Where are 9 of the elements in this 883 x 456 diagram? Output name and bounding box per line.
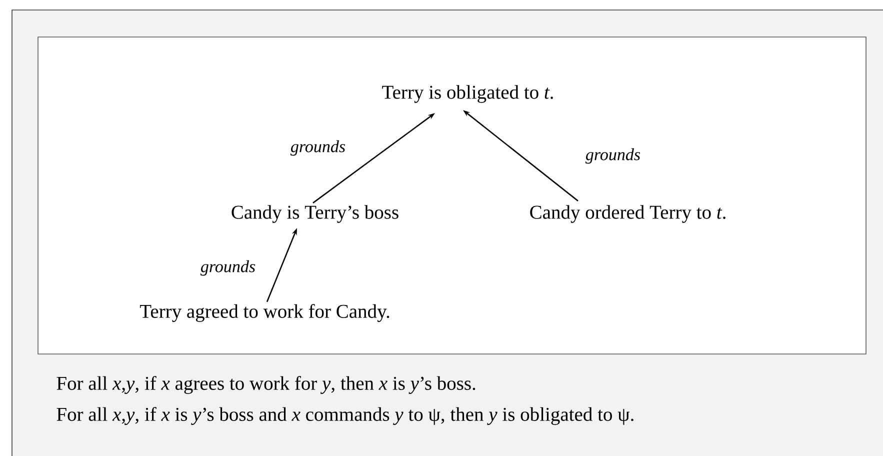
statement-text: Candy ordered Terry to t.	[530, 205, 726, 223]
edge-label: grounds	[585, 148, 640, 164]
rule-text: For all x,y, if x is y’s boss and x commands y to ψ, then y is obligated to ψ.	[56, 407, 634, 425]
edge-label: grounds	[290, 140, 346, 156]
rule-text: For all x,y, if x agrees to work for y, then x is y’s boss.	[56, 376, 476, 394]
statement-text: Terry agreed to work for Candy.	[140, 304, 390, 322]
statement-text: Candy is Terry’s boss	[232, 205, 398, 223]
edge-label: grounds	[200, 260, 256, 276]
statement-text: Terry is obligated to t.	[382, 85, 553, 103]
